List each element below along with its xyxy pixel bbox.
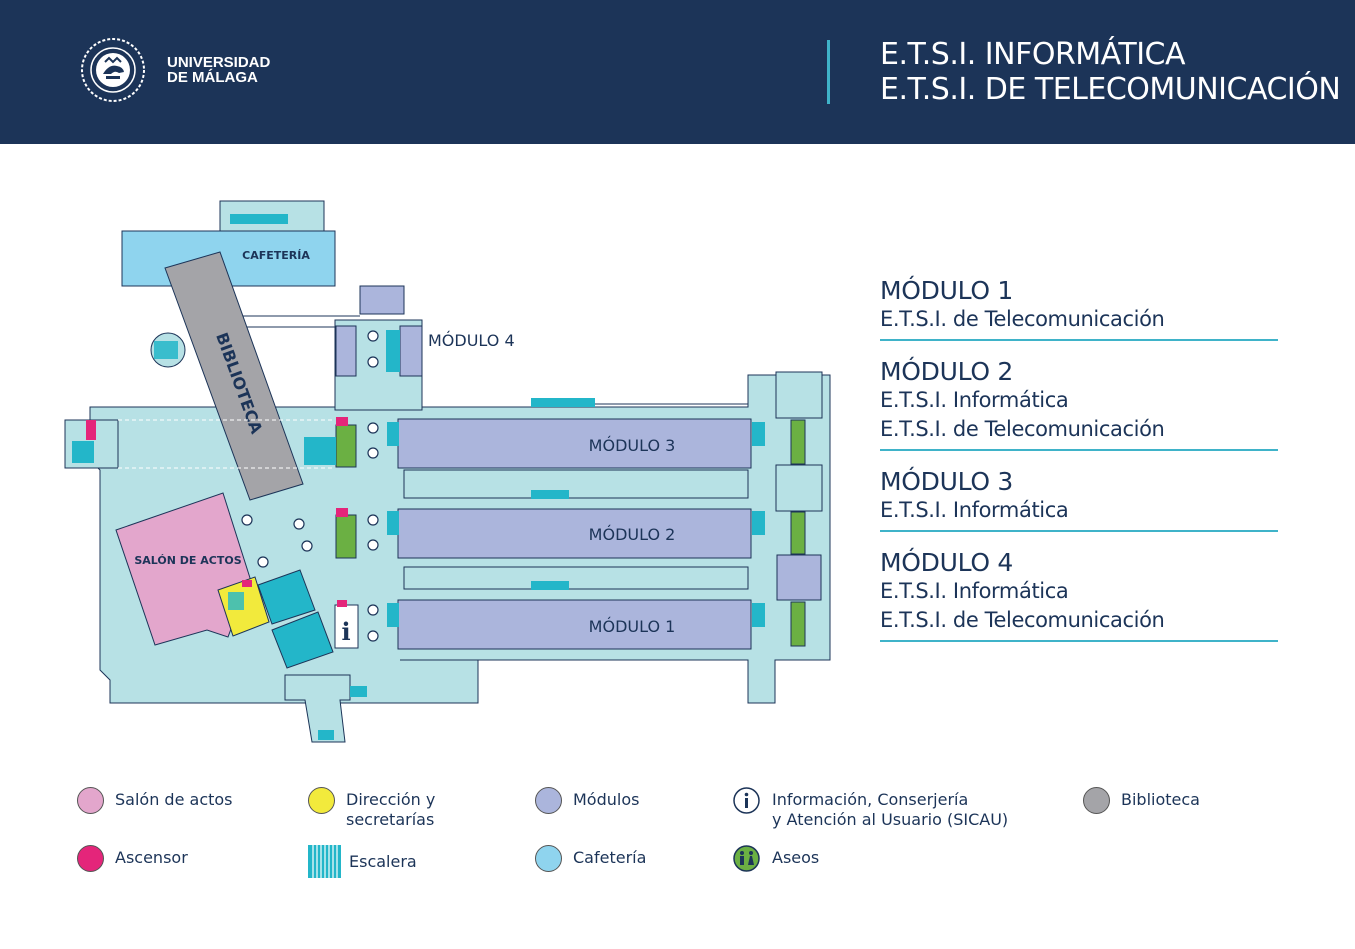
- legend-direccion-label: Dirección y secretarías: [346, 790, 435, 830]
- module-2-title: MÓDULO 2: [880, 357, 1013, 386]
- modulo2-annex: [403, 566, 749, 590]
- university-seal-logo: [81, 38, 145, 102]
- salon-label: SALÓN DE ACTOS: [134, 554, 241, 567]
- modulo4-label: MÓDULO 4: [428, 331, 515, 350]
- legend-salon-label: Salón de actos: [115, 790, 233, 809]
- module-2-school-2: E.T.S.I. de Telecomunicación: [880, 417, 1165, 441]
- legend-aseos: Aseos: [733, 845, 819, 872]
- university-name-line2: DE MÁLAGA: [167, 69, 258, 86]
- module-2-school-1: E.T.S.I. Informática: [880, 388, 1069, 412]
- direccion-elevator: [242, 580, 252, 587]
- legend-info-line2: y Atención al Usuario (SICAU): [772, 810, 1009, 829]
- legend-escalera-label: Escalera: [349, 852, 417, 871]
- legend-ascensor: Ascensor: [77, 845, 188, 872]
- cafeteria-swatch: [535, 845, 562, 872]
- stairs-icon: [308, 845, 341, 878]
- modulo3-building: [397, 418, 752, 469]
- modulo3-label: MÓDULO 3: [589, 436, 676, 455]
- biblioteca-swatch: [1083, 787, 1110, 814]
- modulo3-annex: [403, 469, 749, 499]
- modulo4-building: [359, 285, 405, 315]
- module-4-title: MÓDULO 4: [880, 548, 1013, 577]
- university-name-line1: UNIVERSIDAD: [167, 54, 271, 71]
- legend-ascensor-label: Ascensor: [115, 848, 188, 867]
- module-1-school: E.T.S.I. de Telecomunicación: [880, 307, 1165, 331]
- modulo2-building: [397, 508, 752, 559]
- modulos-swatch: [535, 787, 562, 814]
- module-4-school-1: E.T.S.I. Informática: [880, 579, 1069, 603]
- legend-biblioteca-label: Biblioteca: [1121, 790, 1200, 809]
- modulo4-wing-right: [399, 325, 423, 377]
- module-1-entry: MÓDULO 1 E.T.S.I. de Telecomunicación: [880, 274, 1278, 341]
- legend-direccion: Dirección y secretarías: [308, 787, 435, 830]
- east-block-mid: [775, 464, 823, 512]
- east-block-top: [775, 371, 823, 419]
- ascensor-swatch: [77, 845, 104, 872]
- biblioteca-building: [164, 251, 304, 501]
- module-3-title: MÓDULO 3: [880, 467, 1013, 496]
- legend-info-line1: Información, Conserjería: [772, 790, 969, 809]
- modulo4-wing-left: [335, 325, 357, 377]
- stairs-small: [72, 214, 765, 740]
- header-title-line1: E.T.S.I. INFORMÁTICA: [880, 37, 1186, 72]
- header-title: E.T.S.I. INFORMÁTICA E.T.S.I. DE TELECOM…: [880, 37, 1341, 107]
- legend-direccion-line1: Dirección y: [346, 790, 436, 809]
- info-desk-icon: i: [341, 617, 350, 646]
- east-block-modulo: [776, 554, 822, 601]
- salon-de-actos: [115, 492, 251, 646]
- legend-info-label: Información, Conserjería y Atención al U…: [772, 790, 1008, 830]
- legend-direccion-line2: secretarías: [346, 810, 435, 829]
- university-name: UNIVERSIDAD DE MÁLAGA: [167, 55, 270, 85]
- legend-modulos: Módulos: [535, 787, 639, 814]
- header-title-line2: E.T.S.I. DE TELECOMUNICACIÓN: [880, 72, 1341, 107]
- floor-plan-map: CAFETERÍA MÓDULO 4 MÓDULO 3 MÓDULO 2 MÓD…: [64, 200, 831, 743]
- header-divider: [827, 40, 830, 104]
- info-icon: [733, 787, 760, 814]
- module-2-entry: MÓDULO 2 E.T.S.I. Informática E.T.S.I. d…: [880, 355, 1278, 451]
- cafeteria-label: CAFETERÍA: [242, 249, 310, 262]
- legend-salon: Salón de actos: [77, 787, 233, 814]
- module-1-title: MÓDULO 1: [880, 276, 1013, 305]
- direccion-swatch: [308, 787, 335, 814]
- stairs-south-2: [271, 611, 334, 669]
- legend-aseos-label: Aseos: [772, 848, 820, 867]
- stairs-south-1: [257, 569, 316, 625]
- columns: [241, 330, 379, 642]
- modulo2-label: MÓDULO 2: [589, 525, 676, 544]
- module-4-entry: MÓDULO 4 E.T.S.I. Informática E.T.S.I. d…: [880, 546, 1278, 642]
- module-3-school: E.T.S.I. Informática: [880, 498, 1069, 522]
- restroom-icon: [733, 845, 760, 872]
- salon-swatch: [77, 787, 104, 814]
- legend-info: Información, Conserjería y Atención al U…: [733, 787, 1008, 830]
- legend-cafeteria-label: Cafetería: [573, 848, 647, 867]
- modulo1-building: [397, 599, 752, 650]
- header-bar: UNIVERSIDAD DE MÁLAGA E.T.S.I. INFORMÁTI…: [0, 0, 1355, 144]
- legend-cafeteria: Cafetería: [535, 845, 646, 872]
- module-3-entry: MÓDULO 3 E.T.S.I. Informática: [880, 465, 1278, 532]
- modulo1-label: MÓDULO 1: [589, 617, 676, 636]
- module-list: MÓDULO 1 E.T.S.I. de Telecomunicación MÓ…: [880, 274, 1278, 656]
- module-4-school-2: E.T.S.I. de Telecomunicación: [880, 608, 1165, 632]
- legend-biblioteca: Biblioteca: [1083, 787, 1200, 814]
- legend-modulos-label: Módulos: [573, 790, 640, 809]
- legend-escalera: Escalera: [308, 845, 417, 878]
